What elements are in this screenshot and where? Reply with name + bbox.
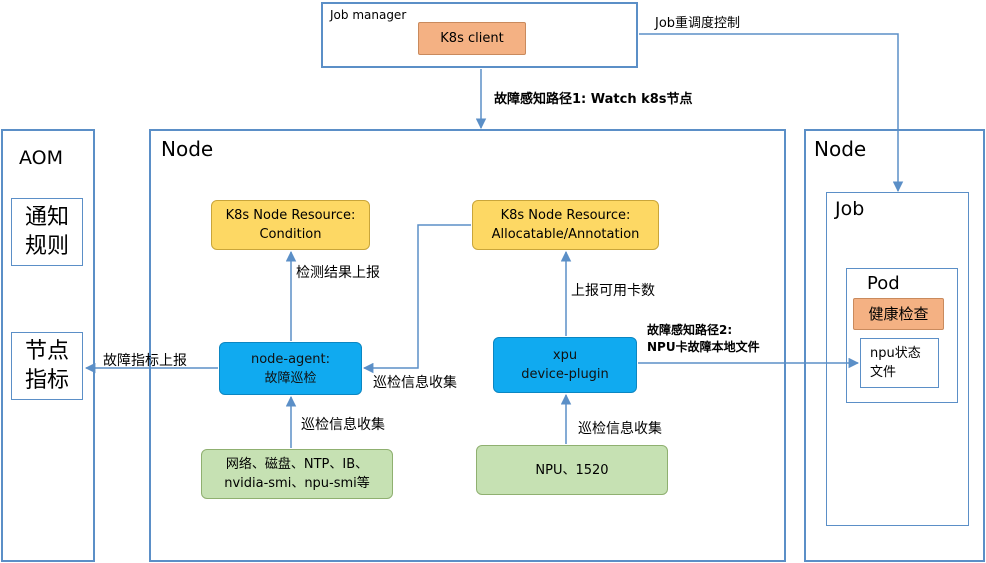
node-metrics-box: 节点 指标 <box>11 332 83 400</box>
left-sources-box: 网络、磁盘、NTP、IB、 nvidia-smi、npu-smi等 <box>201 449 393 499</box>
aom-title: AOM <box>19 147 64 169</box>
path2-label: 故障感知路径2: NPU卡故障本地文件 <box>647 322 760 356</box>
job-title: Job <box>835 198 865 220</box>
pod-title: Pod <box>867 273 900 294</box>
arrow-reschedule <box>639 33 904 193</box>
collect-left-label: 巡检信息收集 <box>301 417 385 433</box>
path1-label: 故障感知路径1: Watch k8s节点 <box>494 92 693 107</box>
path2-label-line-2: NPU卡故障本地文件 <box>647 340 760 354</box>
report-detect-label: 检测结果上报 <box>296 265 380 281</box>
node-metrics-line-2: 指标 <box>24 368 69 393</box>
condition-resource-line-2: Condition <box>259 227 322 242</box>
health-check-box: 健康检查 <box>853 298 944 330</box>
xpu-plugin-line-2: device-plugin <box>521 367 609 382</box>
allocatable-resource-box: K8s Node Resource: Allocatable/Annotatio… <box>472 200 659 250</box>
notify-rules-box: 通知 规则 <box>11 198 83 266</box>
collect-mid-label: 巡检信息收集 <box>373 375 457 391</box>
node-main-title: Node <box>161 137 214 161</box>
npu-status-file-box: npu状态 文件 <box>860 338 939 388</box>
node-agent-box: node-agent: 故障巡检 <box>219 342 362 395</box>
job-manager-title: Job manager <box>330 8 407 22</box>
right-sources-label: NPU、1520 <box>535 462 609 478</box>
report-cards-label: 上报可用卡数 <box>571 283 655 299</box>
right-sources-box: NPU、1520 <box>476 445 668 495</box>
xpu-device-plugin-box: xpu device-plugin <box>493 337 637 393</box>
node-metrics-line-1: 节点 <box>24 339 69 364</box>
npu-status-file-line-2: 文件 <box>870 365 897 380</box>
allocatable-resource-line-2: Allocatable/Annotation <box>491 227 640 242</box>
node-agent-line-2: 故障巡检 <box>264 370 317 386</box>
arrow-collect-mid <box>362 224 471 374</box>
job-manager-box: Job manager <box>321 2 638 68</box>
node-right-title: Node <box>814 137 867 161</box>
left-sources-line-2: nvidia-smi、npu-smi等 <box>224 476 370 491</box>
health-check-label: 健康检查 <box>868 304 929 323</box>
collect-right-label: 巡检信息收集 <box>578 421 662 437</box>
allocatable-resource-line-1: K8s Node Resource: <box>500 208 631 223</box>
node-agent-line-1: node-agent: <box>250 351 331 367</box>
condition-resource-box: K8s Node Resource: Condition <box>211 200 370 250</box>
condition-resource-line-1: K8s Node Resource: <box>225 208 356 223</box>
notify-rules-line-2: 规则 <box>24 234 69 259</box>
k8s-client-box: K8s client <box>418 22 526 55</box>
left-sources-line-1: 网络、磁盘、NTP、IB、 <box>225 457 369 472</box>
npu-status-file-line-1: npu状态 <box>870 346 921 361</box>
notify-rules-line-1: 通知 <box>24 205 69 230</box>
path2-label-line-1: 故障感知路径2: <box>647 323 733 337</box>
reschedule-label: Job重调度控制 <box>655 16 741 31</box>
k8s-client-label: K8s client <box>440 31 504 46</box>
report-metrics-label: 故障指标上报 <box>103 353 187 369</box>
xpu-plugin-line-1: xpu <box>552 348 578 363</box>
